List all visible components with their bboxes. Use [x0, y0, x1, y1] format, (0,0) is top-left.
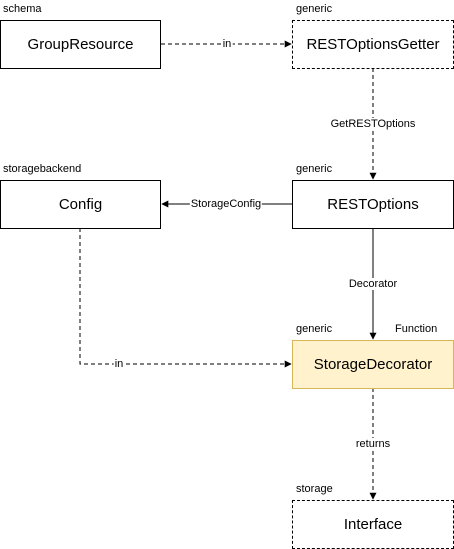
- package-label-function: Function: [395, 323, 438, 335]
- node-group-resource[interactable]: GroupResource: [0, 20, 161, 69]
- package-label-storage: storage: [296, 483, 333, 495]
- package-label-generic: generic: [296, 323, 333, 335]
- node-config[interactable]: Config: [0, 180, 161, 229]
- edge-label-in: in: [113, 358, 125, 370]
- node-interface[interactable]: Interface: [292, 500, 454, 549]
- node-rest-options[interactable]: RESTOptions: [292, 180, 454, 229]
- edge-label-storage-config: StorageConfig: [189, 198, 263, 210]
- edge-config-to-decorator: [79, 228, 292, 368]
- package-label-storagebackend: storagebackend: [3, 163, 82, 175]
- edge-label-in: in: [221, 38, 233, 50]
- edge-label-get-rest-options: GetRESTOptions: [329, 118, 417, 130]
- package-label-schema: schema: [3, 3, 42, 15]
- package-label-generic: generic: [296, 163, 333, 175]
- edge-label-decorator: Decorator: [347, 278, 399, 290]
- package-label-generic: generic: [296, 3, 333, 15]
- node-rest-options-getter[interactable]: RESTOptionsGetter: [292, 20, 454, 69]
- node-storage-decorator[interactable]: StorageDecorator: [292, 340, 454, 389]
- edge-label-returns: returns: [354, 438, 392, 450]
